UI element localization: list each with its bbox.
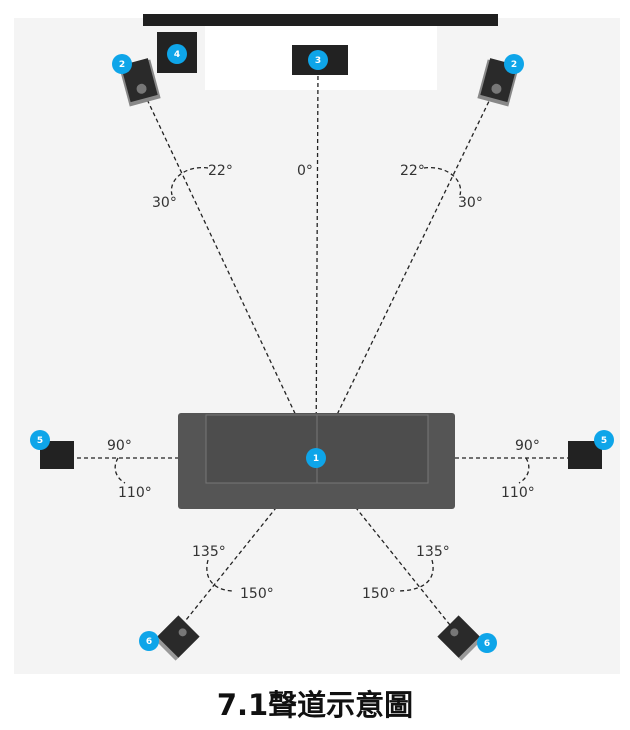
angle-label: 22°	[208, 163, 233, 179]
angle-label: 110°	[501, 485, 535, 501]
tv-screen	[143, 14, 498, 26]
angle-label: 135°	[416, 544, 450, 560]
angle-label: 150°	[240, 586, 274, 602]
rear-left-speaker	[154, 615, 200, 661]
angle-label: 22°	[400, 163, 425, 179]
angle-label: 30°	[458, 195, 483, 211]
angle-label: 150°	[362, 586, 396, 602]
badge-center: 3	[315, 56, 321, 66]
badge-front-left: 2	[119, 60, 125, 70]
badge-side-right: 5	[601, 436, 607, 446]
badge-subwoofer: 4	[174, 50, 180, 60]
badge-listener: 1	[313, 454, 319, 464]
angle-label: 30°	[152, 195, 177, 211]
angle-label: 0°	[297, 163, 313, 179]
speaker-badges	[30, 44, 614, 653]
rear-right-speaker	[437, 615, 483, 661]
badge-rear-right: 6	[484, 639, 490, 649]
angle-label: 110°	[118, 485, 152, 501]
badge-front-right: 2	[511, 60, 517, 70]
badge-rear-left: 6	[146, 637, 152, 647]
angle-label: 90°	[107, 438, 132, 454]
angle-label: 90°	[515, 438, 540, 454]
angle-label: 135°	[192, 544, 226, 560]
badge-side-left: 5	[37, 436, 43, 446]
diagram-title: 7.1聲道示意圖	[216, 688, 414, 722]
